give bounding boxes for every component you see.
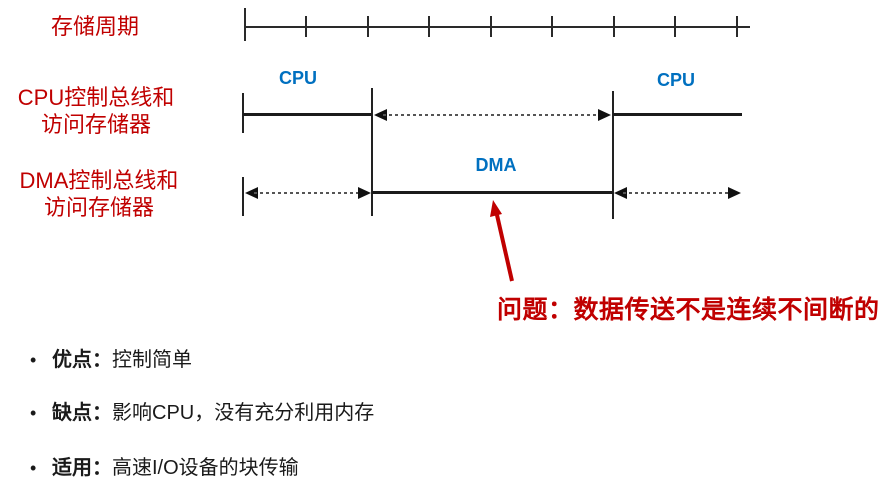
list-item: • 适用：高速I/O设备的块传输: [30, 451, 299, 480]
bullet-marker: •: [30, 403, 37, 423]
problem-annotation: 问题：数据传送不是连续不间断的: [497, 296, 880, 324]
arrowhead-left-icon: [245, 187, 258, 199]
timeline-axis: [245, 26, 750, 28]
timeline-tick: [551, 16, 553, 37]
dashed-line: [623, 192, 732, 194]
cpu-row-label-line1: CPU控制总线和: [17, 85, 175, 110]
dma-idle-dashed-arrow-right: [614, 187, 741, 199]
cpu-segment-left-line: [243, 113, 372, 116]
storage-cycle-label: 存储周期: [50, 14, 139, 39]
dma-row-label: DMA控制总线和 访问存储器: [0, 167, 198, 221]
bullet-term: 缺点：: [52, 402, 112, 424]
bullet-desc: 影响CPU，没有充分利用内存: [112, 402, 375, 424]
cpu-segment-right-label: CPU: [656, 70, 695, 90]
bullet-marker: •: [30, 350, 37, 370]
dma-segment-label: DMA: [475, 155, 517, 175]
bullet-desc: 控制简单: [112, 349, 192, 371]
arrowhead-left-icon: [614, 187, 627, 199]
arrowhead-right-icon: [728, 187, 741, 199]
dma-idle-dashed-arrow-left: [245, 187, 371, 199]
arrowhead-right-icon: [358, 187, 371, 199]
region-divider-left: [371, 88, 373, 216]
list-item: • 优点：控制简单: [30, 343, 192, 372]
bullet-desc: 高速I/O设备的块传输: [112, 457, 299, 479]
cpu-segment-left-label: CPU: [278, 68, 317, 88]
problem-callout-arrow-icon: [490, 200, 514, 282]
cpu-row-label: CPU控制总线和 访问存储器: [0, 84, 192, 138]
dma-row-label-line2: 访问存储器: [43, 195, 154, 220]
cpu-segment-right-line: [613, 113, 742, 116]
arrowhead-left-icon: [374, 109, 387, 121]
bullet-term: 优点：: [52, 349, 112, 371]
timeline-tick: [244, 8, 246, 41]
timeline-tick: [490, 16, 492, 37]
bullet-term: 适用：: [52, 457, 112, 479]
cpu-row-label-line2: 访问存储器: [40, 112, 151, 137]
timeline-tick: [674, 16, 676, 37]
dashed-line: [383, 114, 602, 116]
bullet-marker: •: [30, 458, 37, 478]
dma-row-start-tick: [242, 177, 244, 216]
timeline-tick: [367, 16, 369, 37]
arrowhead-right-icon: [598, 109, 611, 121]
dma-row-label-line1: DMA控制总线和: [19, 168, 179, 193]
timeline-tick: [613, 16, 615, 37]
timeline-tick: [428, 16, 430, 37]
dma-segment-line: [372, 191, 613, 194]
dashed-line: [254, 192, 362, 194]
region-divider-right: [612, 91, 614, 219]
timeline-tick: [736, 16, 738, 37]
list-item: • 缺点：影响CPU，没有充分利用内存: [30, 396, 374, 425]
cpu-idle-dashed-arrow: [374, 109, 611, 121]
timeline-tick: [305, 16, 307, 37]
